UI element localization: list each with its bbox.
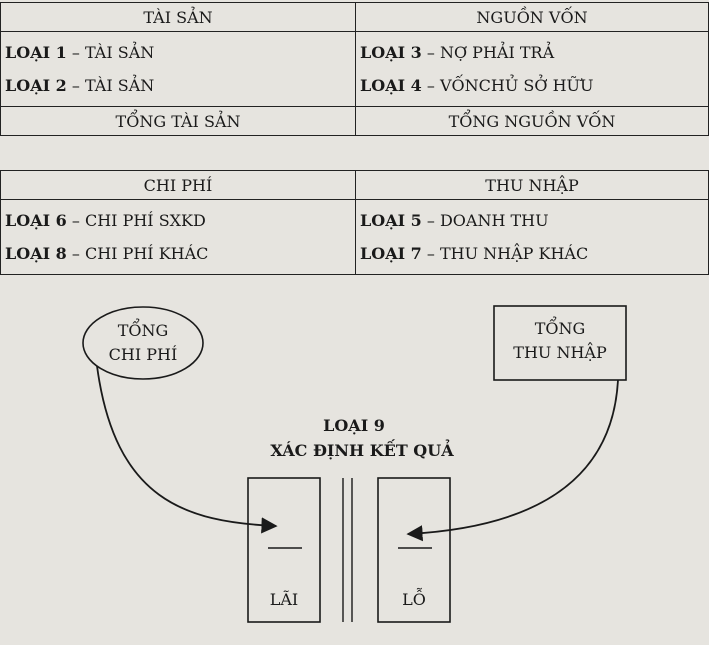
income-cell: LOẠI 5 – DOANH THU LOẠI 7 – THU NHẬP KHÁ… (355, 199, 709, 275)
account-code: LOẠI 2 (5, 76, 67, 95)
separator: – (421, 244, 440, 263)
account-code: LOẠI 5 (360, 211, 422, 230)
total-income-line1: TỔNG (535, 315, 586, 338)
account-label: DOANH THU (439, 211, 549, 230)
balance-total-row: TỔNG TÀI SẢN TỔNG NGUỒN VỐN (0, 106, 709, 136)
total-expenses-ellipse (82, 306, 204, 380)
account-label: VỐNCHỦ SỞ HỮU (439, 76, 594, 95)
separator: – (421, 76, 440, 95)
separator: – (66, 211, 85, 230)
sources-total: TỔNG NGUỒN VỐN (355, 106, 709, 136)
expense-row-2: LOẠI 8 – CHI PHÍ KHÁC (5, 237, 351, 270)
total-expenses-line2: CHI PHÍ (109, 344, 178, 364)
income-row-2: LOẠI 7 – THU NHẬP KHÁC (360, 237, 704, 270)
income-expense-table: CHI PHÍ THU NHẬP LOẠI 6 – CHI PHÍ SXKD L… (0, 170, 709, 275)
income-header: THU NHẬP (355, 170, 709, 200)
income-header-row: CHI PHÍ THU NHẬP (0, 170, 709, 200)
separator: – (66, 244, 85, 263)
account-label: TÀI SẢN (84, 43, 155, 62)
account-code: LOẠI 7 (360, 244, 422, 263)
separator: – (66, 43, 85, 62)
balance-header-row: TÀI SẢN NGUỒN VỐN (0, 2, 709, 32)
total-income-box (493, 305, 627, 381)
assets-total: TỔNG TÀI SẢN (0, 106, 356, 136)
separator: – (421, 43, 440, 62)
asset-row-1: LOẠI 1 – TÀI SẢN (5, 36, 351, 69)
total-income-line2: THU NHẬP (513, 342, 607, 362)
account-label: CHI PHÍ SXKD (84, 211, 206, 230)
separator: – (66, 76, 85, 95)
source-row-2: LOẠI 4 – VỐNCHỦ SỞ HỮU (360, 69, 704, 102)
account-code: LOẠI 3 (360, 43, 422, 62)
source-row-1: LOẠI 3 – NỢ PHẢI TRẢ (360, 36, 704, 69)
asset-row-2: LOẠI 2 – TÀI SẢN (5, 69, 351, 102)
account-code: LOẠI 1 (5, 43, 67, 62)
profit-box (247, 477, 321, 623)
expense-row-1: LOẠI 6 – CHI PHÍ SXKD (5, 204, 351, 237)
expenses-arrow (96, 365, 278, 534)
account-label: CHI PHÍ KHÁC (84, 244, 209, 263)
account-code: LOẠI 8 (5, 244, 67, 263)
loss-label: LỖ (402, 587, 426, 609)
total-expenses-line1: TỔNG (118, 317, 169, 340)
income-row-1: LOẠI 5 – DOANH THU (360, 204, 704, 237)
class9-title: LOẠI 9 (323, 416, 385, 435)
separator: – (421, 211, 440, 230)
account-label: THU NHẬP KHÁC (439, 244, 589, 263)
income-arrow (406, 379, 619, 542)
sources-header: NGUỒN VỐN (355, 2, 709, 32)
income-body-row: LOẠI 6 – CHI PHÍ SXKD LOẠI 8 – CHI PHÍ K… (0, 199, 709, 275)
loss-box (377, 477, 451, 623)
assets-header: TÀI SẢN (0, 2, 356, 32)
account-code: LOẠI 4 (360, 76, 422, 95)
expenses-cell: LOẠI 6 – CHI PHÍ SXKD LOẠI 8 – CHI PHÍ K… (0, 199, 356, 275)
profit-label: LÃI (270, 589, 299, 609)
account-label: NỢ PHẢI TRẢ (439, 43, 555, 62)
account-code: LOẠI 6 (5, 211, 67, 230)
class9-subtitle: XÁC ĐỊNH KẾT QUẢ (270, 437, 454, 460)
balance-sheet-table: TÀI SẢN NGUỒN VỐN LOẠI 1 – TÀI SẢN LOẠI … (0, 2, 709, 136)
account-label: TÀI SẢN (84, 76, 155, 95)
